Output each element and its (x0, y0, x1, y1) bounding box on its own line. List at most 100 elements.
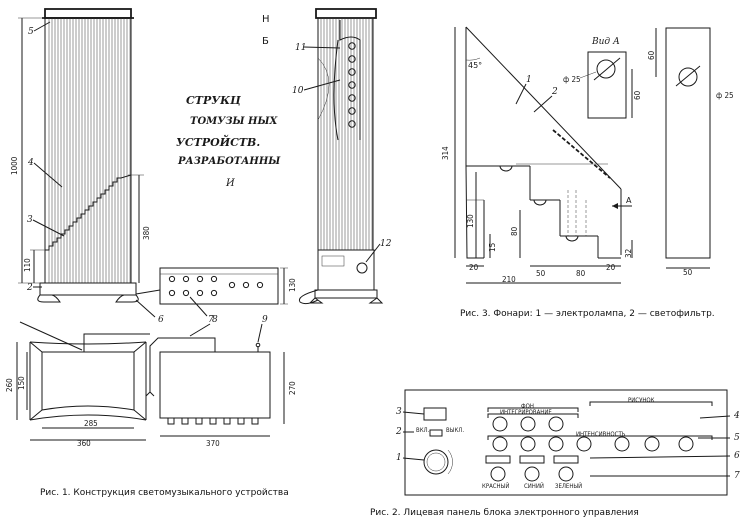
fig1-callouts: 5 4 3 2 6 7 (26, 21, 214, 325)
label-fon: ФОН (521, 403, 534, 410)
fig3-50b: 50 (683, 268, 693, 277)
unit-knob (242, 281, 250, 289)
overlay-i: И (225, 178, 235, 189)
dim-285-text: 285 (84, 419, 98, 428)
panel-knob (524, 466, 540, 482)
unit-knob (168, 289, 176, 297)
dim-260-text: 260 (5, 378, 14, 392)
overlay-razr: РАЗРАБОТАННЫ (177, 156, 281, 167)
unit-foot (195, 417, 203, 425)
fig1-plan-right: 370 270 (145, 337, 297, 448)
fig2-callout-3: 3 (396, 407, 402, 417)
panel-knob (678, 436, 694, 452)
callout-8: 8 (212, 315, 218, 325)
panel-knob (548, 416, 564, 432)
callout-6: 6 (158, 315, 164, 325)
fig2-callout-5: 5 (734, 433, 740, 443)
fig1-caption: Рис. 1. Конструкция светомузыкального ус… (40, 488, 289, 498)
fig1-column-front (37, 8, 139, 303)
panel-switch (553, 455, 579, 464)
unit-knob (210, 275, 218, 283)
dim-380-text: 380 (142, 226, 151, 240)
fig1-plan-dims: 260 150 285 360 (5, 342, 146, 448)
fig2-callout-2: 2 (395, 427, 402, 437)
lamp (348, 120, 356, 128)
lamp (348, 42, 356, 50)
overlay-b: Б (262, 36, 269, 47)
dim-130-text: 130 (288, 278, 297, 292)
fig2-callout-6: 6 (734, 451, 740, 461)
dim-80a-text: 80 (510, 226, 519, 236)
fig3-dims: 314 130 80 15 32 20 50 80 20 210 (441, 27, 633, 284)
fig3-side-plate: 60 ф 25 50 (647, 27, 734, 277)
fig3-view-a: Вид А ф 25 60 (563, 37, 642, 119)
panel-knob (520, 416, 536, 432)
unit-knob (256, 281, 264, 289)
callout-12: 12 (380, 239, 392, 249)
label-integ: ИНТЕГРИРОВАНИЕ (500, 409, 552, 416)
fig1-side-callouts: 11 10 12 (292, 43, 392, 263)
fig3-callout-1: 1 (526, 75, 532, 85)
dim-32-text: 32 (624, 249, 633, 258)
fig3-d1: ф 25 (563, 75, 581, 84)
overlay-tomuz: ТОМУЗЫ НЫХ (190, 116, 279, 127)
overlay-ustr: УСТРОЙСТВ. (176, 134, 260, 149)
panel-switch (485, 455, 511, 464)
fig1-overlay-text: Н Б СТРУКЦ ТОМУЗЫ НЫХ УСТРОЙСТВ. РАЗРАБО… (176, 14, 281, 189)
label-intens: ИНТЕНСИВНОСТЬ (576, 431, 626, 438)
label-krasny: КРАСНЫЙ (482, 483, 509, 490)
overlay-n: Н (262, 14, 270, 25)
panel-knob (558, 466, 574, 482)
panel-switch (519, 455, 545, 464)
dim-130b-text: 130 (466, 214, 475, 228)
label-zeleny: ЗЕЛЕНЫЙ (555, 483, 582, 490)
dim-270-text: 270 (288, 381, 297, 395)
dim-50-text: 50 (536, 269, 546, 278)
overlay-struk: СТРУКЦ (186, 94, 241, 107)
dim-210-text: 210 (502, 275, 516, 284)
label-risunok: РИСУНОК (628, 397, 655, 404)
fig1-unit-front: 130 (135, 267, 297, 305)
panel-knob (644, 436, 660, 452)
fig2-callouts: 3 2 1 4 5 6 7 (395, 407, 740, 481)
fig2-panel: ФОН ИНТЕГРИРОВАНИЕ РИСУНОК ИНТЕНСИВНОСТЬ… (404, 389, 728, 496)
fig3-60a: 60 (633, 90, 642, 100)
label-vykl: ВЫКЛ. (446, 427, 464, 434)
panel-knob (492, 436, 508, 452)
callout-7: 7 (208, 315, 214, 325)
lamp (348, 94, 356, 102)
unit-foot (167, 417, 175, 425)
unit-foot (209, 417, 217, 425)
panel-knob (520, 436, 536, 452)
dim-370-text: 370 (206, 439, 220, 448)
dim-20a-text: 20 (469, 263, 479, 272)
unit-knob (196, 275, 204, 283)
unit-knob (196, 289, 204, 297)
dim-110: 110 (23, 249, 45, 283)
callout-10: 10 (292, 86, 304, 96)
unit-foot (237, 417, 245, 425)
panel-knob (576, 436, 592, 452)
unit-knob (210, 289, 218, 297)
lamp (348, 107, 356, 115)
fig3-view-title: Вид А (591, 37, 620, 47)
unit-knob (182, 289, 190, 297)
panel-knob (548, 436, 564, 452)
label-siniy: СИНИЙ (524, 483, 544, 490)
dim-1000-text: 1000 (10, 156, 19, 175)
unit-foot (223, 417, 231, 425)
fig2-caption: Рис. 2. Лицевая панель блока электронног… (370, 508, 639, 518)
panel-knob (614, 436, 630, 452)
panel-knob (492, 416, 508, 432)
fig1-column-side (298, 8, 384, 305)
callout-9: 9 (262, 315, 268, 325)
lamp (348, 81, 356, 89)
fig2-callout-4: 4 (733, 411, 740, 421)
callout-4: 4 (27, 158, 34, 168)
panel-knob (490, 466, 506, 482)
dim-20b-text: 20 (606, 263, 616, 272)
callout-2: 2 (26, 283, 33, 293)
fig3-caption: Рис. 3. Фонари: 1 — электролампа, 2 — св… (460, 309, 715, 319)
dim-380: 380 (128, 174, 151, 283)
